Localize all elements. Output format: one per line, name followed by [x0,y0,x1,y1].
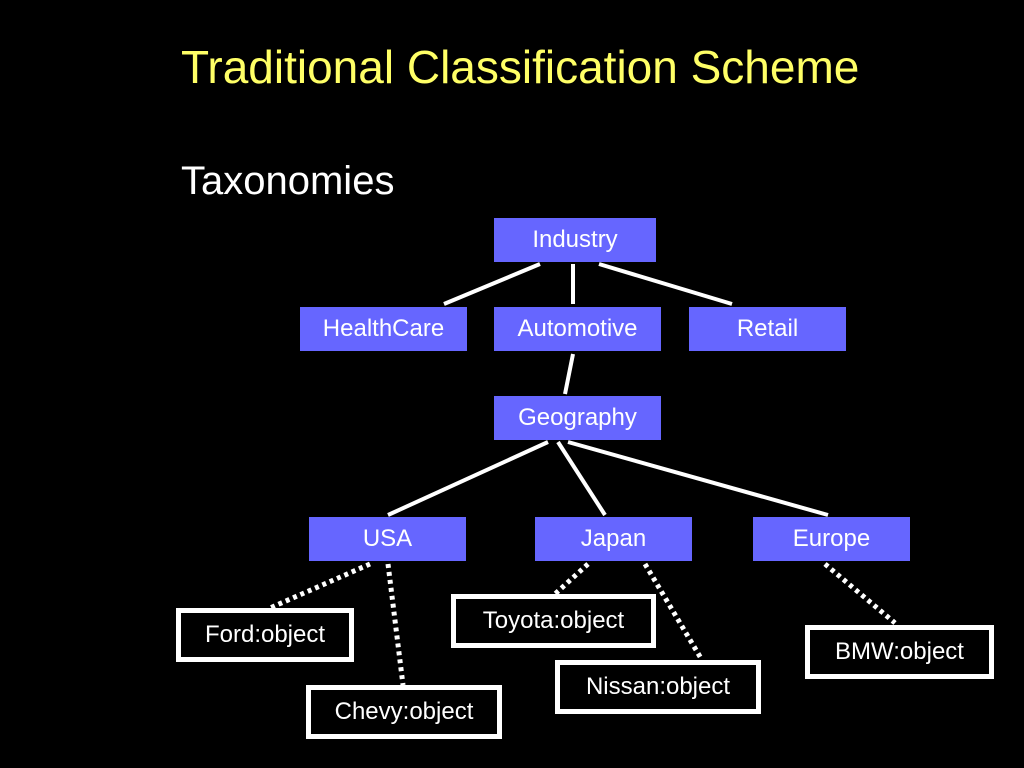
node-europe: Europe [753,517,910,561]
link-usa-ford [268,561,372,611]
slide-subtitle: Taxonomies [181,159,395,203]
object-toyota-label: Toyota:object [456,599,651,643]
node-healthcare-label: HealthCare [322,315,445,342]
node-geography-label: Geography [518,404,637,431]
node-usa: USA [309,517,466,561]
object-chevy-label: Chevy:object [311,690,497,734]
link-japan-toyota [553,562,590,596]
node-europe-label: Europe [792,525,871,552]
link-geography-usa [387,440,549,517]
node-automotive: Automotive [494,307,661,351]
object-bmw: BMW:object [805,625,994,679]
node-retail: Retail [689,307,846,351]
node-retail-label: Retail [736,315,799,342]
node-japan: Japan [535,517,692,561]
object-chevy: Chevy:object [306,685,502,739]
link-industry-healthcare [443,262,541,306]
node-usa-label: USA [362,525,413,552]
node-industry: Industry [494,218,656,262]
node-japan-label: Japan [580,525,647,552]
node-industry-label: Industry [532,226,618,253]
link-industry-retail [598,262,733,306]
link-japan-nissan [642,562,705,662]
object-nissan: Nissan:object [555,660,761,714]
object-ford-label: Ford:object [181,613,349,657]
link-europe-bmw [823,562,897,625]
object-toyota: Toyota:object [451,594,656,648]
node-automotive-label: Automotive [517,315,638,342]
link-usa-chevy [385,563,406,686]
slide-title: Traditional Classification Scheme [181,41,860,93]
link-automotive-geography [563,353,575,395]
link-geography-europe [567,440,829,517]
object-nissan-label: Nissan:object [560,665,756,709]
object-bmw-label: BMW:object [810,630,989,674]
object-ford: Ford:object [176,608,354,662]
node-healthcare: HealthCare [300,307,467,351]
node-geography: Geography [494,396,661,440]
link-geography-japan [556,440,607,517]
